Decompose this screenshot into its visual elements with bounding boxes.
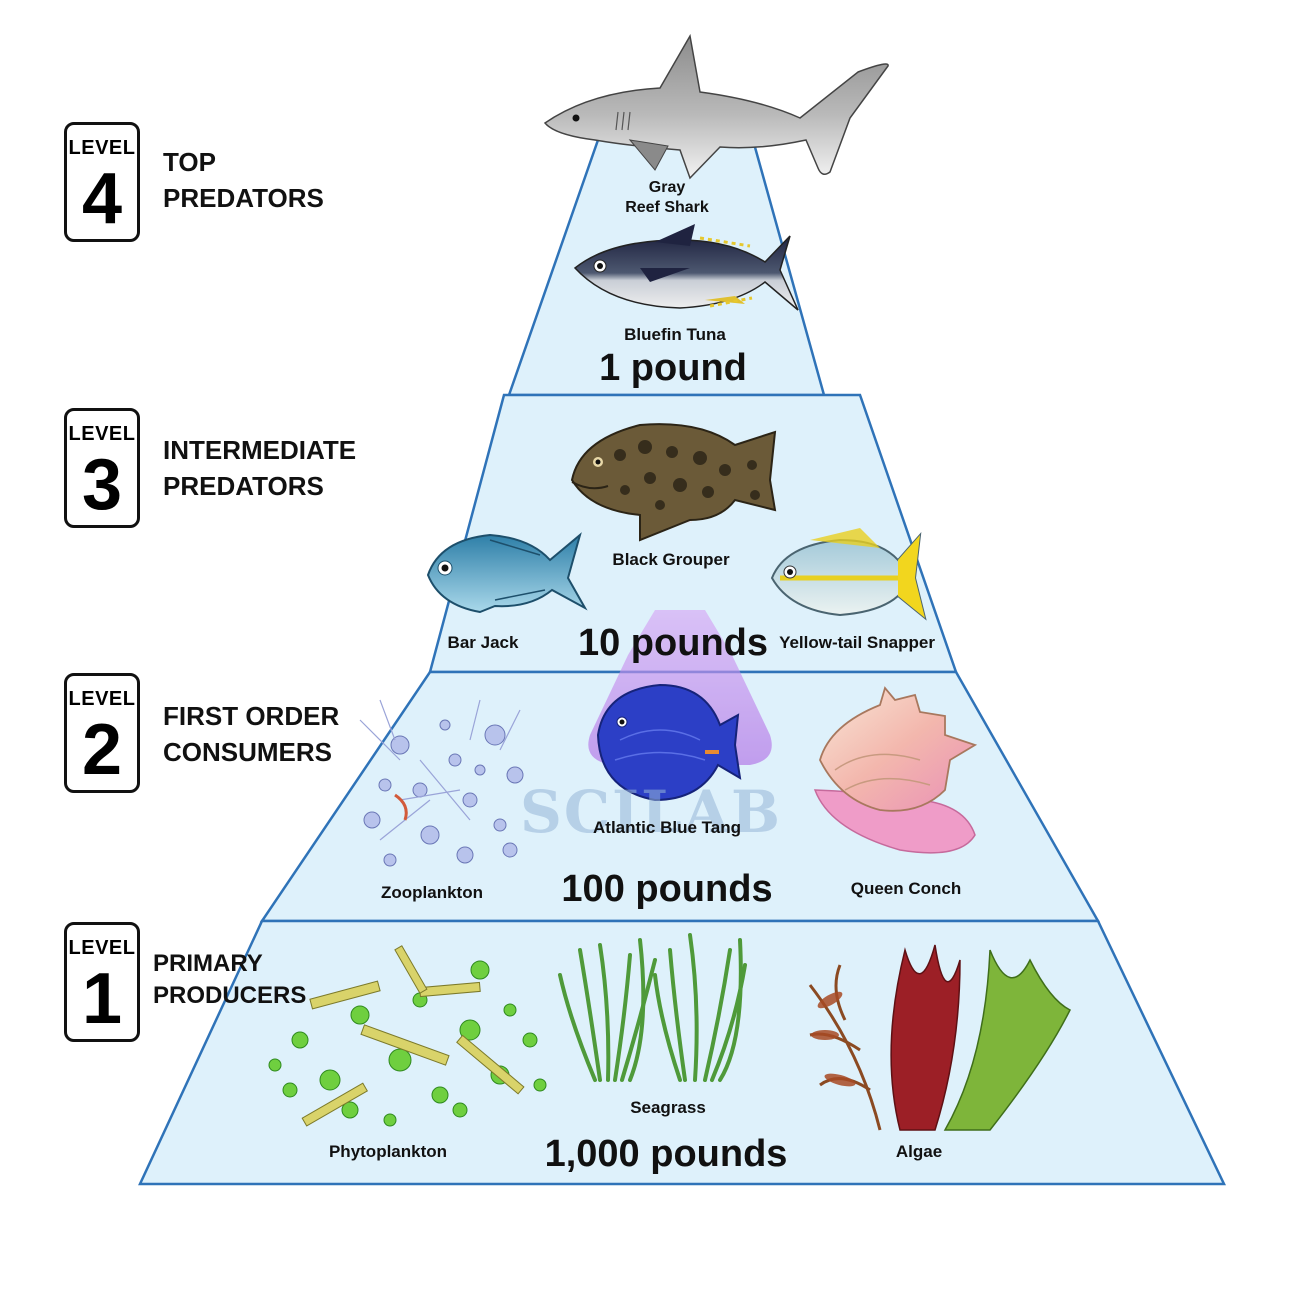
- algae-label: Algae: [895, 1142, 943, 1161]
- level-1-title-line-1: PRIMARY: [153, 950, 263, 977]
- blue-tang-label: Atlantic Blue Tang: [593, 818, 741, 837]
- level-2-number: 2: [81, 710, 123, 790]
- level-4-badge: LEVEL 4: [64, 122, 140, 242]
- atlantic-blue-tang-illustration: [596, 683, 742, 802]
- level-3-amount: 10 pounds: [577, 622, 769, 664]
- seagrass-label: Seagrass: [630, 1098, 706, 1117]
- level-3-title-line-1: INTERMEDIATE: [163, 435, 357, 465]
- snapper-label: Yellow-tail Snapper: [779, 633, 935, 652]
- yellow-tail-snapper-illustration: [770, 528, 927, 621]
- level-1-badge: LEVEL 1: [64, 922, 140, 1042]
- level-1-word: LEVEL: [68, 937, 136, 959]
- level-2-title-line-2: CONSUMERS: [163, 737, 333, 767]
- level-4-title: TOP PREDATORS: [163, 144, 324, 216]
- level-2-title-line-1: FIRST ORDER: [163, 701, 340, 731]
- level-3-title: INTERMEDIATE PREDATORS: [163, 432, 356, 504]
- level-3-title-line-2: PREDATORS: [163, 471, 324, 501]
- level-2-title: FIRST ORDER CONSUMERS: [163, 698, 339, 770]
- queen-conch-illustration: [813, 686, 978, 854]
- gray-reef-shark-illustration: [543, 33, 889, 180]
- level-3-word: LEVEL: [68, 423, 136, 445]
- phytoplankton-illustration: [268, 945, 547, 1127]
- level-1-title: PRIMARY PRODUCERS: [153, 948, 306, 1012]
- seagrass-illustration: [558, 933, 747, 1082]
- level-1-amount: 1,000 pounds: [544, 1133, 788, 1175]
- grouper-label: Black Grouper: [612, 550, 730, 569]
- bar-jack-label: Bar Jack: [447, 633, 519, 652]
- conch-label: Queen Conch: [850, 879, 962, 898]
- level-4-number: 4: [81, 159, 123, 239]
- bar-jack-illustration: [426, 532, 588, 614]
- level-2-amount: 100 pounds: [561, 868, 773, 910]
- algae-illustration: [808, 944, 1072, 1131]
- watermark-text: SCILAB: [520, 778, 782, 846]
- level-1-number: 1: [81, 959, 123, 1039]
- level-2-badge: LEVEL 2: [64, 673, 140, 793]
- level-4-title-line-1: TOP: [163, 147, 216, 177]
- tuna-label: Bluefin Tuna: [624, 325, 726, 344]
- zooplankton-illustration: [359, 699, 524, 867]
- level-4-amount: 1 pound: [599, 347, 747, 389]
- level-3-badge: LEVEL 3: [64, 408, 140, 528]
- zooplankton-label: Zooplankton: [381, 883, 483, 902]
- phytoplankton-label: Phytoplankton: [328, 1142, 448, 1161]
- level-1-title-line-2: PRODUCERS: [153, 982, 307, 1009]
- bluefin-tuna-illustration: [573, 224, 799, 311]
- level-4-title-line-2: PREDATORS: [163, 183, 324, 213]
- level-4-word: LEVEL: [68, 137, 136, 159]
- black-grouper-illustration: [570, 423, 777, 542]
- level-2-word: LEVEL: [68, 688, 136, 710]
- level-3-number: 3: [81, 445, 123, 525]
- shark-label: Gray Reef Shark: [625, 179, 709, 216]
